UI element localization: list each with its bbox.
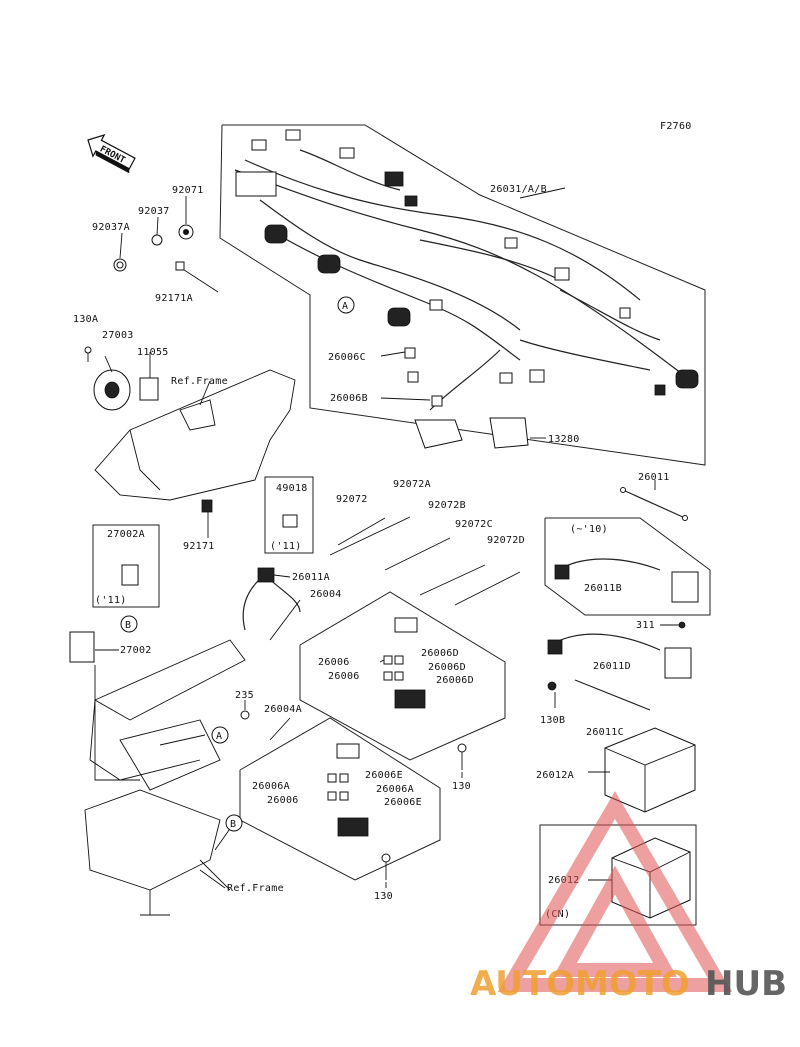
battery-26012A — [604, 727, 696, 813]
frame-upper — [94, 369, 296, 501]
part-label: ('11) — [95, 595, 127, 606]
part-label: 26004 — [310, 589, 342, 600]
part-label: 92171A — [155, 293, 193, 304]
part-label: 27003 — [102, 330, 134, 341]
part-label: Ref.Frame — [227, 883, 284, 894]
part-labels: 26031/A/B 92071 92037 92037A 92171A 130A… — [73, 184, 670, 920]
part-label: 26006A — [376, 784, 414, 795]
part-label: 92037 — [138, 206, 170, 217]
watermark-text-part2: HUB — [705, 964, 787, 1004]
bolt-235 — [240, 710, 250, 720]
wire-26011A — [242, 567, 301, 631]
watermark: AUTOMOTO HUB — [470, 791, 787, 1004]
part-label: 92072A — [393, 479, 431, 490]
box-49018 — [264, 476, 314, 554]
part-label: 26006D — [421, 648, 459, 659]
part-label: 26011B — [584, 583, 622, 594]
part-label: 311 — [636, 620, 655, 631]
part-label: 26006 — [267, 795, 299, 806]
part-label: 130 — [452, 781, 471, 792]
part-label: ('11) — [270, 541, 302, 552]
part-label: 92072 — [336, 494, 368, 505]
part-label: 26006 — [318, 657, 350, 668]
part-label: 92071 — [172, 185, 204, 196]
main-wire-harness — [234, 129, 699, 449]
svg-text:A: A — [216, 731, 222, 742]
part-label: 26011D — [593, 661, 631, 672]
box-26011B — [544, 517, 711, 616]
clamp-92037 — [151, 234, 163, 246]
wire-26011D — [547, 621, 692, 679]
part-label: 27002A — [107, 529, 145, 540]
part-label: 26006B — [330, 393, 368, 404]
callout-a-upper: A — [337, 296, 355, 314]
frame-lower — [84, 639, 246, 916]
callout-a-lower: A — [211, 726, 229, 744]
clamp-92071 — [178, 224, 194, 240]
box-27002A — [92, 524, 160, 608]
part-label: 26004A — [264, 704, 302, 715]
fuse-box-26004-frame — [299, 591, 506, 761]
cable-ties — [329, 516, 521, 606]
figure-code: F2760 — [660, 121, 692, 132]
part-label: 27002 — [120, 645, 152, 656]
part-label: 26006 — [328, 671, 360, 682]
wire-26011C — [547, 679, 651, 711]
part-label: 235 — [235, 690, 254, 701]
part-label: 26006E — [384, 797, 422, 808]
front-arrow-icon: FRONT — [87, 134, 136, 174]
part-label: 92171 — [183, 541, 215, 552]
part-label: 92072C — [455, 519, 493, 530]
part-label: 92037A — [92, 222, 130, 233]
part-label: 26011A — [292, 572, 330, 583]
part-label: 26006C — [328, 352, 366, 363]
callout-b-left: B — [120, 615, 138, 633]
part-label: Ref.Frame — [171, 376, 228, 387]
part-label: 26011 — [638, 472, 670, 483]
part-label: 26006D — [428, 662, 466, 673]
part-label: 26006D — [436, 675, 474, 686]
part-label: 92072D — [487, 535, 525, 546]
bolt-130A — [84, 346, 92, 362]
svg-text:B: B — [230, 819, 236, 830]
part-label: 130B — [540, 715, 565, 726]
svg-text:A: A — [342, 301, 348, 312]
part-label: 26006A — [252, 781, 290, 792]
bolt-130-lower — [381, 853, 391, 880]
svg-text:B: B — [125, 620, 131, 631]
part-label: 26012A — [536, 770, 574, 781]
callout-b-lower: B — [225, 814, 243, 832]
watermark-text-part1: AUTOMOTO — [470, 964, 690, 1004]
part-label: 11055 — [137, 347, 169, 358]
part-label: 130 — [374, 891, 393, 902]
band-92171A — [175, 261, 219, 293]
part-label: 13280 — [548, 434, 580, 445]
part-label: 26031/A/B — [490, 184, 547, 195]
part-label: 49018 — [276, 483, 308, 494]
part-label: 26006E — [365, 770, 403, 781]
harness-frame — [219, 124, 706, 466]
bracket-11055 — [139, 377, 159, 401]
horn-27003 — [93, 369, 131, 411]
part-label: 26011C — [586, 727, 624, 738]
relay-27002 — [69, 631, 95, 663]
bolt-130-upper — [457, 743, 467, 770]
part-label: 130A — [73, 314, 98, 325]
part-label: (~'10) — [570, 524, 608, 535]
band-92171 — [201, 499, 213, 513]
wire-26011 — [620, 487, 688, 521]
part-label: 92072B — [428, 500, 466, 511]
clamp-92037A — [113, 258, 127, 272]
